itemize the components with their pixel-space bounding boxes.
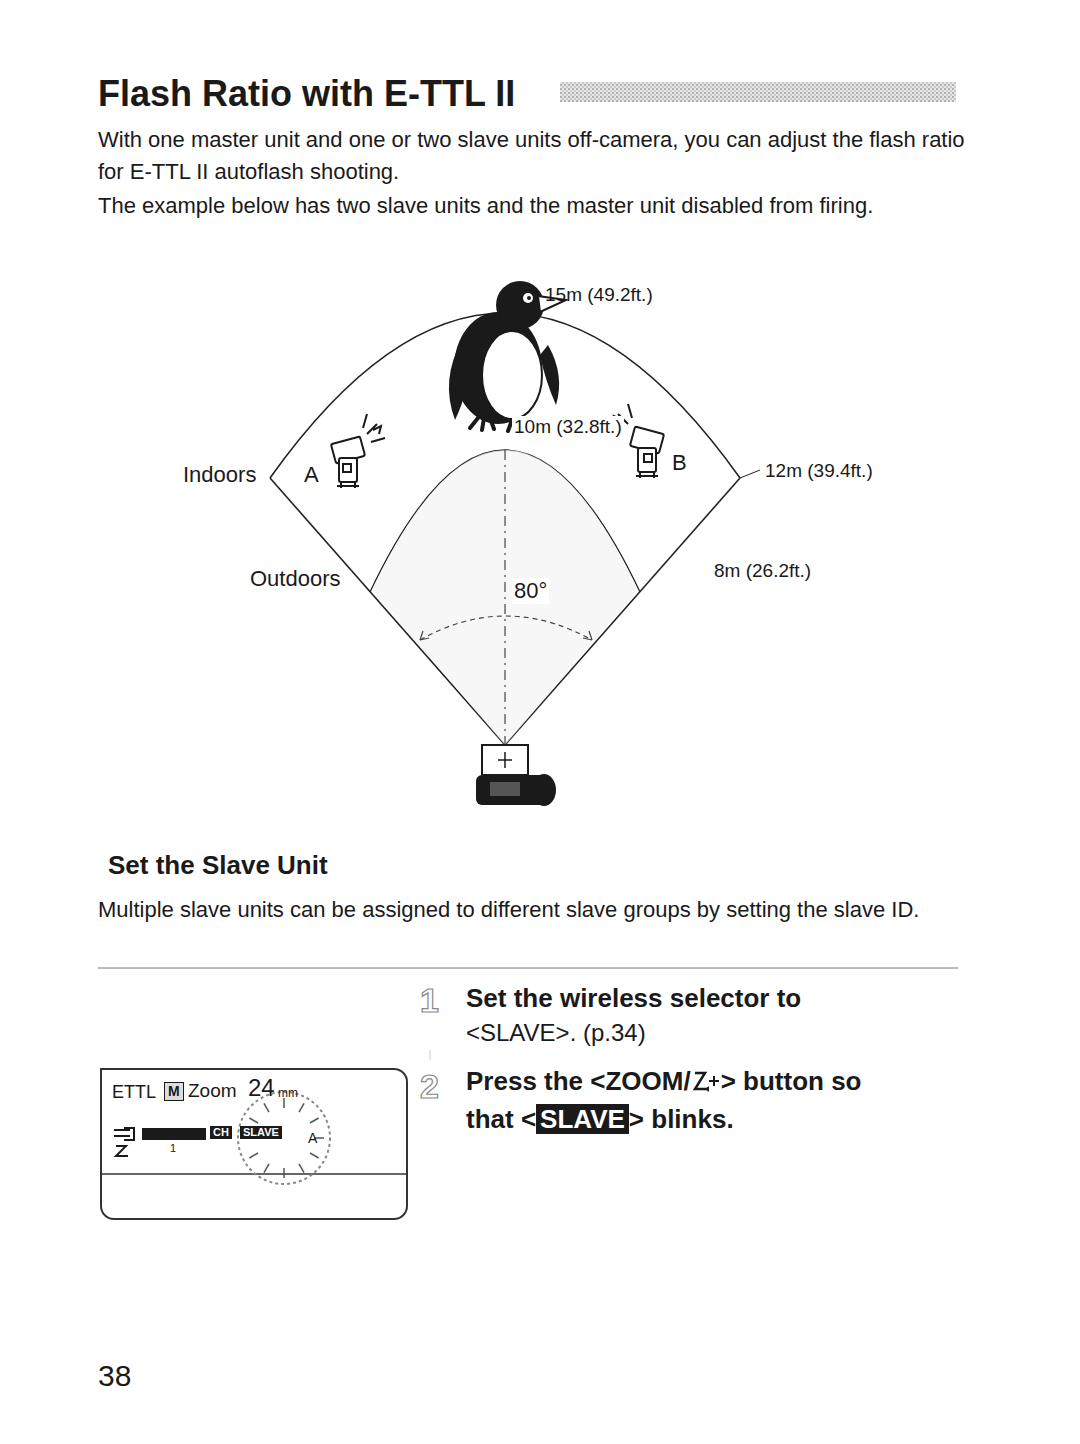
center-axis [504,450,505,745]
lcd-icon: M [164,1082,184,1101]
step-text: Set the wireless selector to [466,983,801,1014]
rule [98,968,958,969]
title-bar [560,82,956,102]
intro-text: The example below has two slave units an… [98,190,978,222]
lcd-text: A [308,1130,317,1147]
lcd-digits: 24 [248,1074,275,1103]
lcd-text: mm [278,1086,298,1100]
mode-badge: SLAVE [536,1104,629,1134]
area-label: Outdoors [250,566,341,592]
intro-text: With one master unit and one or two slav… [98,124,978,188]
slave-flash-a [331,414,385,488]
step-text: Press the <ZOOM/ [466,1066,691,1096]
lcd-badge: SLAVE [240,1126,282,1139]
coverage-fan [270,313,740,745]
step-text: > button so [721,1066,862,1096]
step-text: that < [466,1104,536,1134]
flash-id: A [304,462,319,488]
flash-id: B [672,450,687,476]
distance-label: 8m (26.2ft.) [714,560,811,583]
angle-arc [420,616,592,640]
lcd-text: 1 [170,1142,176,1155]
section-heading: Set the Slave Unit [108,850,328,881]
camera [476,745,556,806]
step-text: <SLAVE>. (p.34) [466,1019,646,1048]
distance-label: 15m (49.2ft.) [545,284,653,307]
page-number: 38 [98,1358,131,1394]
angle-label: 80° [512,578,549,604]
distance-label: 12m (39.4ft.) [765,460,873,483]
flash-comp-icon [691,1069,721,1093]
lcd-panel: ETTL MZoom 24mmCH SLAVE A 1 [100,1068,408,1220]
page-title: Flash Ratio with E-TTL II [98,72,515,115]
body-text: Multiple slave units can be assigned to … [98,894,948,926]
step-number: 1 [420,980,439,1021]
step-line: Press the <ZOOM/ > button so [466,1066,862,1097]
step-number: 2 [420,1066,439,1107]
lcd-text: Zoom [188,1080,237,1103]
step-line: that <SLAVE> blinks. [466,1104,734,1135]
lcd-text: ETTL [112,1082,156,1104]
area-label: Indoors [183,462,256,488]
lcd-badge: CH [210,1126,232,1139]
step-text: > blinks. [629,1104,734,1134]
distance-label: 10m (32.8ft.) [512,416,624,439]
